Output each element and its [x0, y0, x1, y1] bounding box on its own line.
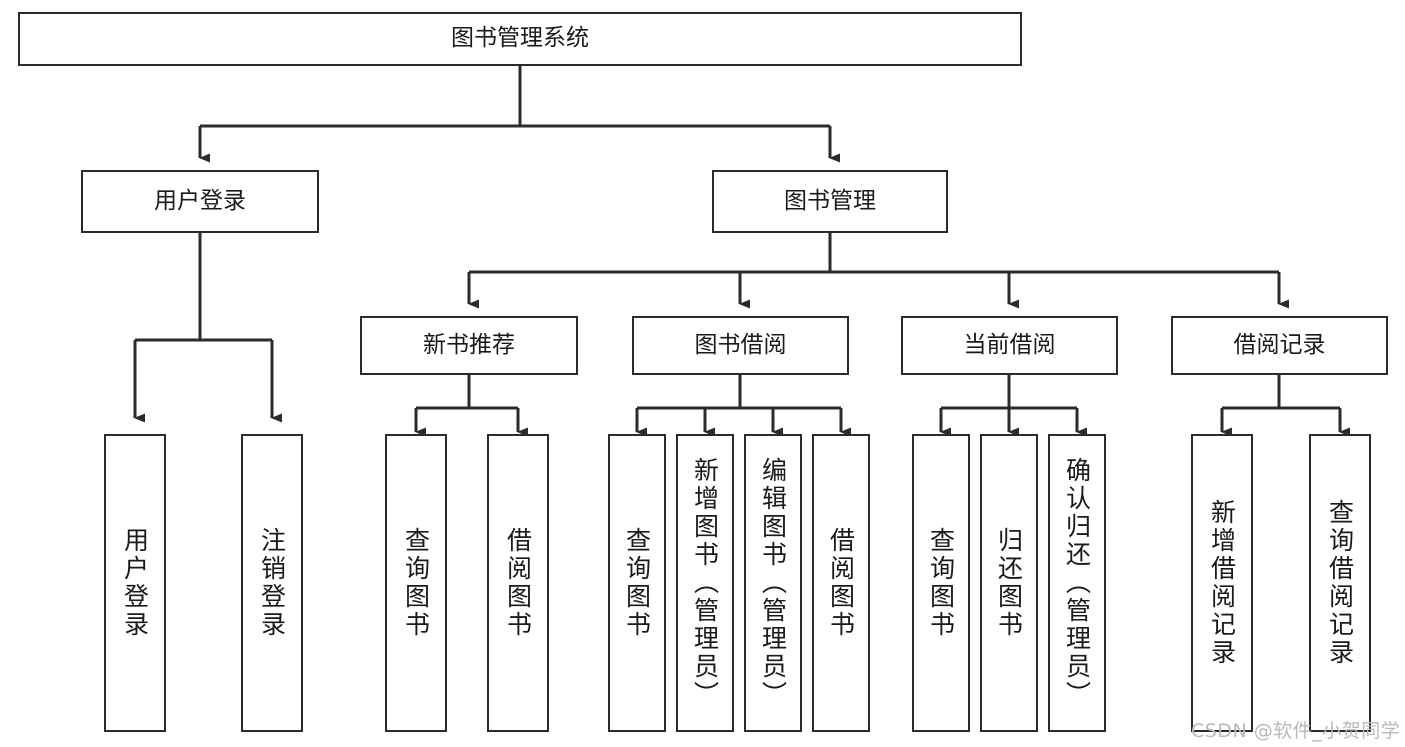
node-label: 用户登录 [154, 187, 246, 214]
node-label: 新增图书（管理员） [690, 457, 720, 709]
leaf-user-login-logout[interactable]: 注销登录 [241, 434, 303, 732]
leaf-user-login-login[interactable]: 用户登录 [104, 434, 166, 732]
leaf-current-borrow-return[interactable]: 归还图书 [980, 434, 1038, 732]
node-label: 新书推荐 [423, 331, 515, 358]
leaf-new-book-query[interactable]: 查询图书 [385, 434, 447, 732]
node-current-borrow[interactable]: 当前借阅 [901, 316, 1118, 375]
node-book-borrow[interactable]: 图书借阅 [632, 316, 849, 375]
node-user-login[interactable]: 用户登录 [81, 170, 319, 233]
node-label: 查询图书 [622, 527, 652, 639]
node-book-management[interactable]: 图书管理 [712, 170, 948, 233]
node-label: 编辑图书（管理员） [758, 457, 788, 709]
leaf-book-borrow-edit[interactable]: 编辑图书（管理员） [744, 434, 802, 732]
node-label: 借阅图书 [503, 527, 533, 639]
leaf-borrow-record-add[interactable]: 新增借阅记录 [1191, 434, 1253, 732]
node-label: 新增借阅记录 [1207, 499, 1237, 667]
leaf-current-borrow-confirm-return[interactable]: 确认归还（管理员） [1048, 434, 1106, 732]
node-label: 注销登录 [257, 527, 287, 639]
node-label: 借阅记录 [1233, 331, 1326, 358]
node-label: 查询借阅记录 [1325, 499, 1355, 667]
leaf-current-borrow-query[interactable]: 查询图书 [912, 434, 970, 732]
node-label: 用户登录 [120, 527, 150, 639]
node-label: 图书借阅 [694, 331, 787, 358]
leaf-new-book-borrow[interactable]: 借阅图书 [487, 434, 549, 732]
node-label: 归还图书 [994, 527, 1024, 639]
leaf-book-borrow-query[interactable]: 查询图书 [608, 434, 666, 732]
node-label: 查询图书 [401, 527, 431, 639]
node-label: 图书管理 [784, 187, 876, 214]
node-label: 当前借阅 [963, 331, 1056, 358]
leaf-book-borrow-borrow[interactable]: 借阅图书 [812, 434, 870, 732]
node-new-book-recommend[interactable]: 新书推荐 [360, 316, 578, 375]
node-label: 查询图书 [926, 527, 956, 639]
node-root-system[interactable]: 图书管理系统 [18, 12, 1022, 66]
csdn-watermark: CSDN @软件_小贺同学 [1191, 720, 1401, 742]
node-borrow-record[interactable]: 借阅记录 [1171, 316, 1388, 375]
leaf-borrow-record-query[interactable]: 查询借阅记录 [1309, 434, 1371, 732]
node-label: 借阅图书 [826, 527, 856, 639]
leaf-book-borrow-add[interactable]: 新增图书（管理员） [676, 434, 734, 732]
node-label: 图书管理系统 [451, 25, 589, 52]
node-label: 确认归还（管理员） [1062, 457, 1092, 709]
